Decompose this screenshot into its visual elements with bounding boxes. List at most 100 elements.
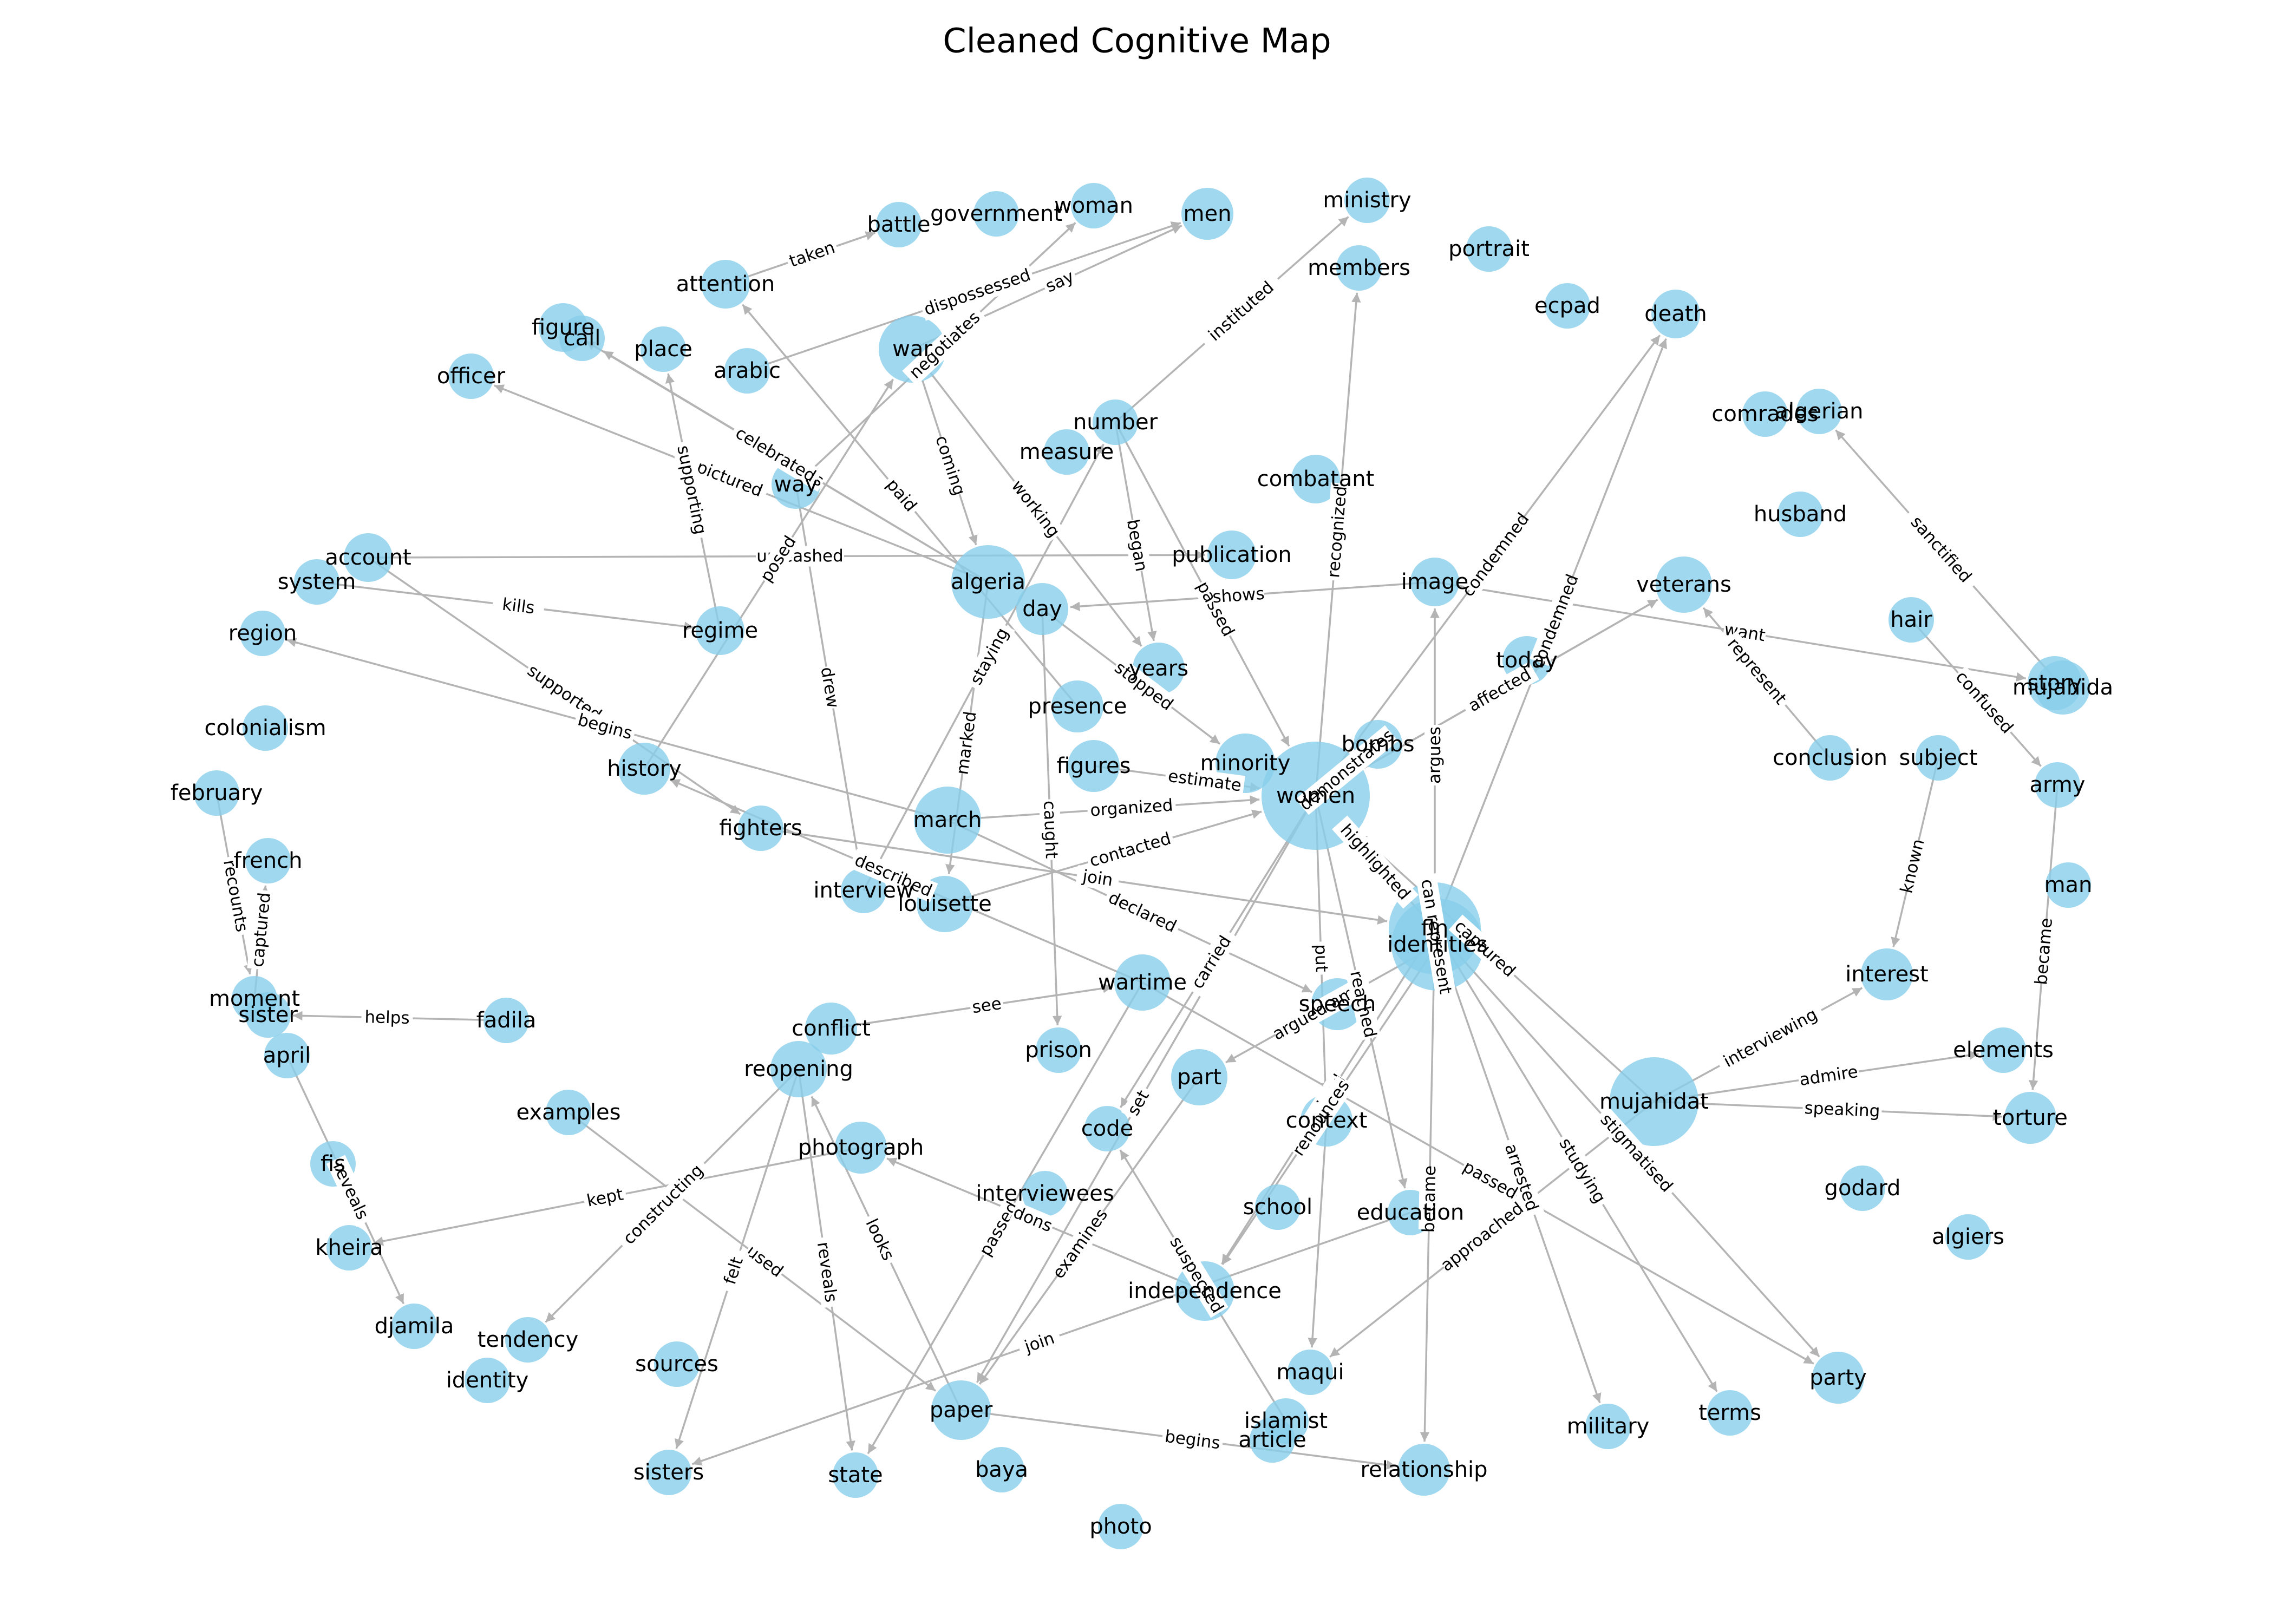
edge-label-march-region: begins — [576, 710, 635, 744]
node-comrades — [1742, 391, 1788, 437]
edge-label-photograph-kheira: kept — [585, 1184, 625, 1210]
node-label-elements: elements — [1953, 1038, 2054, 1063]
node-label-mujahida: mujahida — [2012, 675, 2113, 700]
edge-label-background — [812, 1236, 842, 1308]
edge-label-reopening-state: reveals — [813, 1241, 841, 1304]
node-label-march: march — [913, 808, 982, 833]
node-label-identity: identity — [446, 1368, 529, 1393]
node-veterans — [1656, 556, 1712, 613]
node-system — [294, 559, 339, 605]
node-regime — [696, 606, 744, 655]
edge-label-background — [1122, 518, 1152, 573]
edge-label-group: captured — [247, 889, 276, 971]
edge-label-group: drew — [816, 665, 844, 710]
node-day — [1016, 583, 1068, 635]
edge-label-image-day: shows — [1212, 584, 1265, 607]
node-label-photograph: photograph — [798, 1135, 924, 1160]
edge-label-group: staying — [964, 620, 1015, 692]
edge-label-background — [1448, 914, 1521, 983]
node-label-relationship: relationship — [1360, 1457, 1487, 1482]
node-label-sisters: sisters — [633, 1460, 704, 1485]
node-conclusion — [1807, 735, 1853, 781]
node-label-comrades: comrades — [1711, 402, 1818, 427]
node-label-torture: torture — [1993, 1105, 2068, 1130]
node-label-identities: identities — [1387, 932, 1488, 957]
node-photo — [1098, 1504, 1143, 1549]
edge-label-mujahidat-torture: speaking — [1804, 1098, 1880, 1121]
node-label-djamila: djamila — [375, 1314, 454, 1339]
node-label-reopening: reopening — [744, 1057, 853, 1082]
edge-label-group: argues — [1424, 725, 1445, 785]
node-examples — [546, 1090, 591, 1135]
node-label-ministry: ministry — [1323, 188, 1411, 213]
node-maqui — [1288, 1350, 1333, 1395]
edge-label-group: instituted — [1198, 271, 1285, 351]
edge-label-background — [1323, 482, 1352, 581]
edge-label-background — [1075, 865, 1120, 892]
node-label-interest: interest — [1845, 962, 1928, 987]
node-image — [1410, 558, 1459, 606]
edge-label-background — [1714, 1001, 1827, 1075]
node-woman — [1071, 183, 1116, 228]
node-label-context: context — [1286, 1108, 1368, 1133]
node-label-godard: godard — [1825, 1176, 1901, 1201]
node-label-presence: presence — [1028, 694, 1127, 719]
edge-label-fighters-fln: join — [1081, 866, 1114, 890]
node-identity — [465, 1358, 510, 1403]
node-label-moment: moment — [209, 986, 300, 1011]
edge-label-background — [1797, 1061, 1860, 1091]
node-label-sources: sources — [635, 1352, 718, 1377]
node-label-article: article — [1238, 1427, 1306, 1452]
edge-label-group: studying — [1553, 1131, 1612, 1210]
edge-label-group: sanctified — [1901, 506, 1981, 593]
node-members — [1336, 245, 1382, 291]
node-label-attention: attention — [676, 272, 775, 297]
edge-label-background — [361, 1006, 413, 1029]
edge-label-army-torture: became — [2031, 917, 2056, 986]
edge-label-background — [492, 593, 545, 620]
edge-label-group: declared — [1102, 886, 1183, 939]
edge-label-background — [1184, 927, 1239, 998]
node-label-husband: husband — [1754, 502, 1847, 527]
edge-label-war-algeria: coming — [931, 433, 969, 498]
edge-label-group: organized — [1087, 795, 1177, 821]
edge-label-fln-relationship: became — [1419, 1165, 1440, 1233]
edge-label-background — [1418, 1168, 1441, 1230]
edge-label-background — [1802, 1097, 1883, 1122]
edge-label-march-women: organized — [1089, 795, 1173, 820]
edge-label-background — [1345, 967, 1381, 1041]
node-label-april: april — [263, 1043, 311, 1068]
edge-label-background — [1102, 886, 1183, 939]
edge-label-hair-army: confused — [1952, 667, 2017, 738]
nodes-layer — [194, 178, 2091, 1549]
node-interviewees — [1022, 1171, 1068, 1216]
edge-label-background — [1288, 1075, 1355, 1161]
edge-label-group: join — [1075, 865, 1120, 892]
node-label-french: french — [234, 848, 303, 873]
edge-label-women-context: put — [1311, 944, 1331, 973]
edge-label-group: confused — [1950, 666, 2018, 739]
edge-label-group: working — [1006, 475, 1065, 543]
node-label-photo: photo — [1089, 1514, 1152, 1539]
node-mujahidat — [1610, 1057, 1698, 1146]
node-interest — [1861, 948, 1913, 1000]
edge-label-background — [1593, 1106, 1680, 1200]
node-label-call: call — [564, 326, 601, 351]
node-label-prison: prison — [1025, 1038, 1092, 1063]
node-label-region: region — [228, 621, 297, 646]
edge-label-interview-number: staying — [966, 625, 1012, 688]
edge-label-background — [1038, 798, 1062, 861]
node-djamila — [391, 1304, 437, 1349]
node-label-february: february — [171, 781, 263, 806]
node-label-women: women — [1276, 783, 1355, 808]
node-label-account: account — [325, 545, 411, 570]
node-account — [344, 533, 393, 582]
node-label-state: state — [828, 1463, 883, 1488]
edge-label-group: shows — [1212, 583, 1265, 608]
edge-label-background — [1901, 506, 1981, 593]
node-label-terms: terms — [1698, 1400, 1761, 1425]
edge-label-background — [1109, 657, 1178, 716]
edge-label-day-prison: caught — [1040, 800, 1061, 859]
edge-label-algeria-louisette: marked — [952, 710, 980, 776]
node-label-today: today — [1496, 648, 1558, 673]
